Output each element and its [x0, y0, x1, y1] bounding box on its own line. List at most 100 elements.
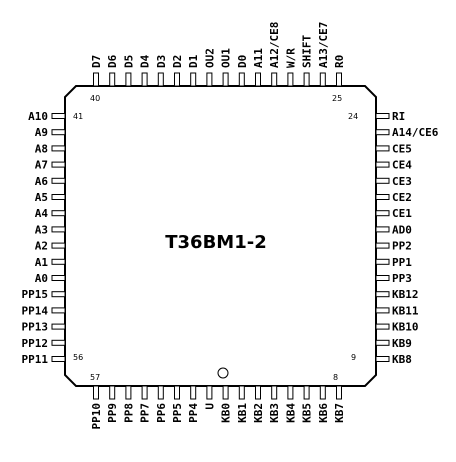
- pin-label-d5: D5: [122, 55, 135, 68]
- pin-label-ce4: CE4: [392, 159, 412, 172]
- pin-label-a8: A8: [35, 142, 48, 155]
- pin-label-ce1: CE1: [392, 207, 412, 220]
- pin-label-ri: RI: [392, 110, 405, 123]
- pin-lead-right-ce2: [375, 194, 390, 200]
- pin-lead-bottom-kb7: [336, 385, 342, 400]
- pin-label-pp7: PP7: [139, 403, 152, 423]
- pin-lead-top-r0: [336, 72, 342, 87]
- pin-label-pp6: PP6: [155, 403, 168, 423]
- pin-label-pp5: PP5: [171, 403, 184, 423]
- pin-lead-top-a11: [255, 72, 261, 87]
- pin-label-shift: SHIFT: [301, 35, 314, 68]
- pin-label-kb2: KB2: [252, 403, 265, 423]
- pin-number-40: 40: [90, 94, 100, 103]
- pin-lead-right-kb12: [375, 291, 390, 298]
- pin-label-pp10: PP10: [90, 403, 103, 430]
- pin-label-ou2: OU2: [203, 48, 216, 68]
- pin-label-a10: A10: [28, 110, 48, 123]
- pin-lead-bottom-kb3: [271, 385, 278, 400]
- pin-label-w-r: W/R: [284, 48, 297, 68]
- pin-lead-left-pp12: [51, 339, 66, 346]
- pin-label-a2: A2: [35, 240, 48, 253]
- pin-lead-bottom-kb4: [287, 385, 294, 400]
- pin-label-a5: A5: [35, 191, 48, 204]
- pin-label-kb4: KB4: [284, 403, 297, 423]
- pin-lead-bottom-kb0: [222, 385, 229, 400]
- pin-label-pp1: PP1: [392, 256, 412, 269]
- pin-lead-right-ce1: [375, 210, 390, 217]
- pin-lead-right-pp2: [375, 242, 390, 249]
- pin-label-ce2: CE2: [392, 191, 412, 204]
- pin-lead-top-a13-ce7: [319, 72, 326, 87]
- pin-lead-right-kb11: [375, 307, 390, 314]
- pin-label-d2: D2: [171, 55, 184, 68]
- pin-lead-top-d1: [190, 72, 197, 87]
- pin-label-u: U: [203, 403, 216, 410]
- pin-label-a6: A6: [35, 175, 49, 188]
- pin-label-r0: R0: [333, 55, 346, 68]
- pin-lead-left-a7: [51, 161, 66, 168]
- pin-lead-top-d3: [157, 72, 164, 87]
- pin-lead-left-pp11: [51, 356, 66, 362]
- pin-label-ou1: OU1: [220, 48, 233, 68]
- pin-lead-top-shift: [303, 72, 310, 87]
- pin-label-pp4: PP4: [187, 403, 200, 423]
- pin-label-pp13: PP13: [22, 321, 49, 334]
- pin-label-d4: D4: [139, 54, 152, 68]
- pin-label-kb9: KB9: [392, 337, 412, 350]
- pin-label-pp8: PP8: [122, 403, 135, 423]
- pin-lead-bottom-pp9: [109, 385, 116, 400]
- pin-lead-right-ce3: [375, 177, 390, 184]
- pin-lead-bottom-pp7: [141, 385, 148, 400]
- pin-number-56: 56: [73, 353, 83, 362]
- pin-lead-left-a0: [51, 275, 66, 281]
- pin-label-a7: A7: [35, 159, 48, 172]
- pin-number-41: 41: [73, 112, 83, 121]
- pin-label-d7: D7: [90, 55, 103, 68]
- pin-label-a4: A4: [35, 207, 49, 220]
- pin-lead-top-d5: [125, 72, 132, 87]
- pin-lead-left-a1: [51, 258, 66, 265]
- pin-label-kb0: KB0: [220, 403, 233, 423]
- pin-lead-left-a2: [51, 242, 66, 249]
- pin-label-pp2: PP2: [392, 240, 412, 253]
- pin-label-a9: A9: [35, 126, 48, 139]
- pin-number-8: 8: [333, 373, 338, 382]
- pin-lead-right-ad0: [375, 226, 390, 233]
- pin-lead-bottom-kb2: [255, 385, 261, 400]
- pin-lead-bottom-kb5: [303, 385, 310, 400]
- pin-lead-left-pp14: [51, 307, 66, 314]
- pin-label-kb10: KB10: [392, 321, 419, 334]
- pin-lead-top-d4: [141, 72, 148, 87]
- pin-label-pp14: PP14: [22, 304, 49, 317]
- pin-lead-right-pp3: [375, 275, 390, 281]
- pin-lead-bottom-u: [206, 385, 213, 400]
- pin-lead-left-a5: [51, 194, 66, 200]
- pin-lead-left-a8: [51, 145, 66, 152]
- pin-label-pp15: PP15: [22, 288, 49, 301]
- pin-lead-bottom-kb1: [238, 385, 245, 400]
- pin-one-marker: [217, 367, 229, 379]
- pin-label-kb7: KB7: [333, 403, 346, 423]
- pin-label-pp3: PP3: [392, 272, 412, 285]
- pin-lead-left-a9: [51, 129, 66, 136]
- pin-lead-right-ri: [375, 113, 390, 119]
- pin-lead-bottom-pp4: [190, 385, 197, 400]
- pin-lead-top-ou2: [206, 72, 213, 87]
- pin-lead-right-pp1: [375, 258, 390, 265]
- pin-lead-right-ce4: [375, 161, 390, 168]
- pin-lead-top-ou1: [222, 72, 229, 87]
- pin-label-d3: D3: [155, 55, 168, 68]
- pin-label-d0: D0: [236, 55, 249, 68]
- pin-lead-bottom-pp6: [157, 385, 164, 400]
- pin-lead-left-a6: [51, 177, 66, 184]
- pin-lead-bottom-pp8: [125, 385, 132, 400]
- pin-lead-top-d2: [174, 72, 180, 87]
- pin-lead-top-d7: [93, 72, 99, 87]
- pin-label-ad0: AD0: [392, 223, 412, 236]
- pin-lead-left-a4: [51, 210, 66, 217]
- pin-number-24: 24: [348, 112, 358, 121]
- pin-label-pp12: PP12: [22, 337, 49, 350]
